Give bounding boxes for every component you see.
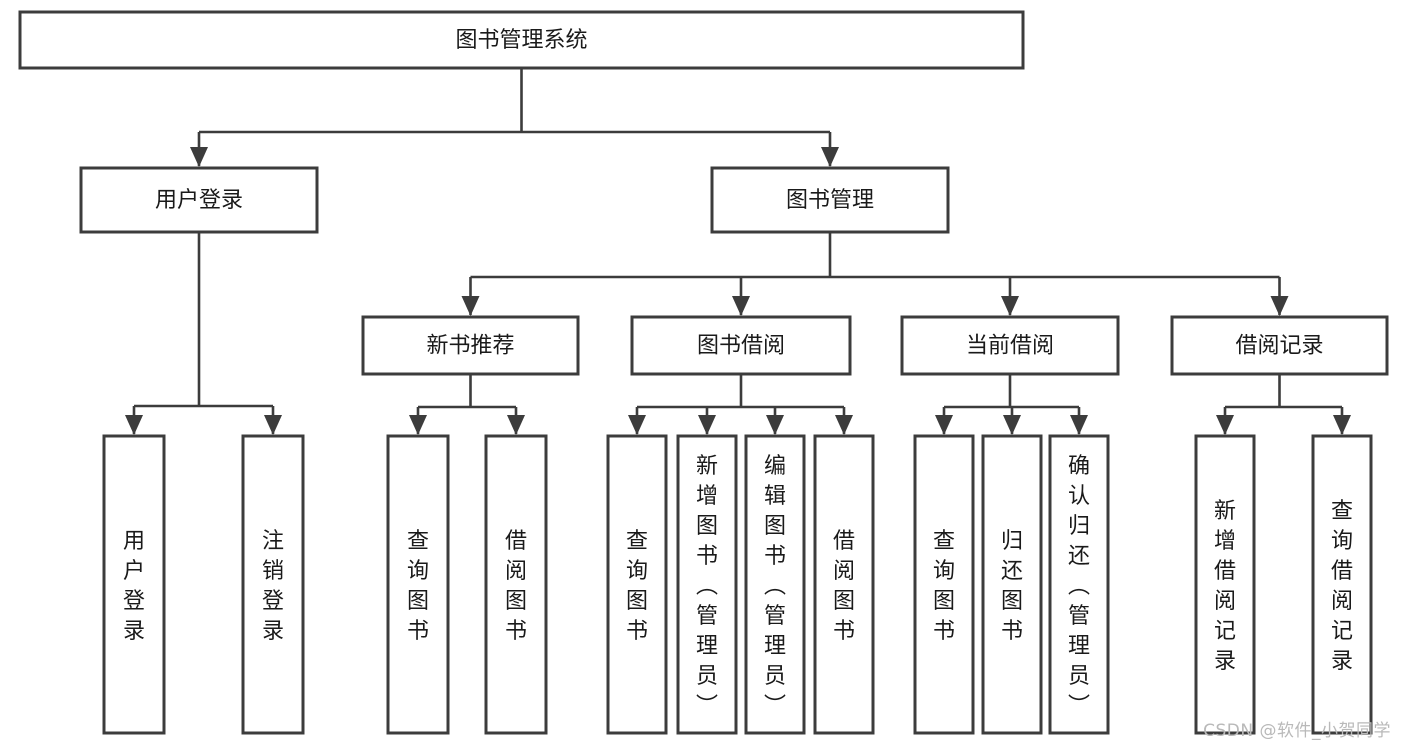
node-leaf-borrow-book-rec[interactable]: 借阅图书 xyxy=(484,434,548,735)
arrow-head-icon xyxy=(1003,415,1021,435)
node-leaf-edit-book[interactable]: 编辑图书︵管理员︶ xyxy=(744,434,806,735)
node-box xyxy=(1170,315,1389,376)
arrow-head-icon xyxy=(409,415,427,435)
node-label: 新书推荐 xyxy=(426,334,514,359)
node-box xyxy=(900,315,1120,376)
node-label: 图书管理系统 xyxy=(455,28,587,53)
node-box xyxy=(79,166,319,234)
node-user-login[interactable]: 用户登录 xyxy=(79,166,319,234)
node-label: 归还图书 xyxy=(1001,529,1023,644)
arrow-head-icon xyxy=(125,415,143,435)
node-box xyxy=(241,434,305,735)
node-new-book-rec[interactable]: 新书推荐 xyxy=(361,315,580,376)
node-label: 图书借阅 xyxy=(697,334,785,359)
arrow-head-icon xyxy=(264,415,282,435)
node-book-manage[interactable]: 图书管理 xyxy=(710,166,950,234)
node-label: 查询图书 xyxy=(626,529,648,644)
csdn-watermark: CSDN @软件_小贺同学 xyxy=(1203,721,1391,741)
arrow-head-icon xyxy=(935,415,953,435)
arrow-head-icon xyxy=(461,296,480,316)
arrow-head-icon xyxy=(190,147,208,167)
node-box xyxy=(981,434,1043,735)
node-label: 用户登录 xyxy=(155,188,243,213)
node-box xyxy=(744,434,806,735)
node-box xyxy=(386,434,450,735)
node-label: 查询图书 xyxy=(933,529,955,644)
arrow-head-icon xyxy=(1216,415,1234,435)
node-label: 用户登录 xyxy=(123,529,145,644)
node-leaf-query-book-rec[interactable]: 查询图书 xyxy=(386,434,450,735)
arrow-head-icon xyxy=(1333,415,1351,435)
node-label: 编辑图书︵管理员︶ xyxy=(764,454,786,719)
node-label: 查询图书 xyxy=(407,529,429,644)
node-leaf-add-book[interactable]: 新增图书︵管理员︶ xyxy=(676,434,738,735)
node-leaf-user-login[interactable]: 用户登录 xyxy=(102,434,166,735)
node-box xyxy=(18,10,1025,70)
node-root-book-management-system[interactable]: 图书管理系统 xyxy=(18,10,1025,70)
arrow-head-icon xyxy=(1070,415,1088,435)
node-box xyxy=(913,434,975,735)
node-label: 新增借阅记录 xyxy=(1214,499,1236,674)
arrow-head-icon xyxy=(507,415,525,435)
node-current-borrow[interactable]: 当前借阅 xyxy=(900,315,1120,376)
arrow-head-icon xyxy=(732,296,750,316)
node-label: 图书管理 xyxy=(786,188,874,213)
node-label: 确认归还︵管理员︶ xyxy=(1068,454,1090,719)
node-box xyxy=(102,434,166,735)
node-borrow-record[interactable]: 借阅记录 xyxy=(1170,315,1389,376)
arrow-head-icon xyxy=(835,415,853,435)
node-box xyxy=(813,434,875,735)
edge-layer xyxy=(125,68,1351,435)
node-box xyxy=(710,166,950,234)
node-leaf-borrow-book[interactable]: 借阅图书 xyxy=(813,434,875,735)
node-leaf-query-book[interactable]: 查询图书 xyxy=(606,434,668,735)
arrow-head-icon xyxy=(821,147,839,167)
node-box xyxy=(361,315,580,376)
node-label: 注销登录 xyxy=(262,529,284,644)
node-box xyxy=(484,434,548,735)
node-label: 新增图书︵管理员︶ xyxy=(696,454,718,719)
arrow-head-icon xyxy=(1270,296,1289,316)
node-leaf-query-record[interactable]: 查询借阅记录 xyxy=(1311,434,1373,735)
node-book-borrow[interactable]: 图书借阅 xyxy=(630,315,852,376)
node-leaf-confirm-return[interactable]: 确认归还︵管理员︶ xyxy=(1048,434,1110,735)
node-box xyxy=(1194,434,1256,735)
node-label: 借阅图书 xyxy=(505,529,527,644)
node-leaf-return-book[interactable]: 归还图书 xyxy=(981,434,1043,735)
arrow-head-icon xyxy=(628,415,646,435)
arrow-head-icon xyxy=(1001,296,1019,316)
node-leaf-add-record[interactable]: 新增借阅记录 xyxy=(1194,434,1256,735)
node-box xyxy=(1311,434,1373,735)
node-box xyxy=(676,434,738,735)
node-leaf-query-book-cur[interactable]: 查询图书 xyxy=(913,434,975,735)
node-leaf-logout[interactable]: 注销登录 xyxy=(241,434,305,735)
node-label: 借阅记录 xyxy=(1235,334,1323,359)
node-box xyxy=(606,434,668,735)
node-label: 当前借阅 xyxy=(966,334,1054,359)
node-box xyxy=(630,315,852,376)
node-label: 借阅图书 xyxy=(833,529,855,644)
node-label: 查询借阅记录 xyxy=(1331,499,1353,674)
node-box xyxy=(1048,434,1110,735)
arrow-head-icon xyxy=(698,415,716,435)
node-layer: 图书管理系统用户登录图书管理新书推荐图书借阅当前借阅借阅记录用户登录注销登录查询… xyxy=(18,10,1389,735)
arrow-head-icon xyxy=(766,415,784,435)
